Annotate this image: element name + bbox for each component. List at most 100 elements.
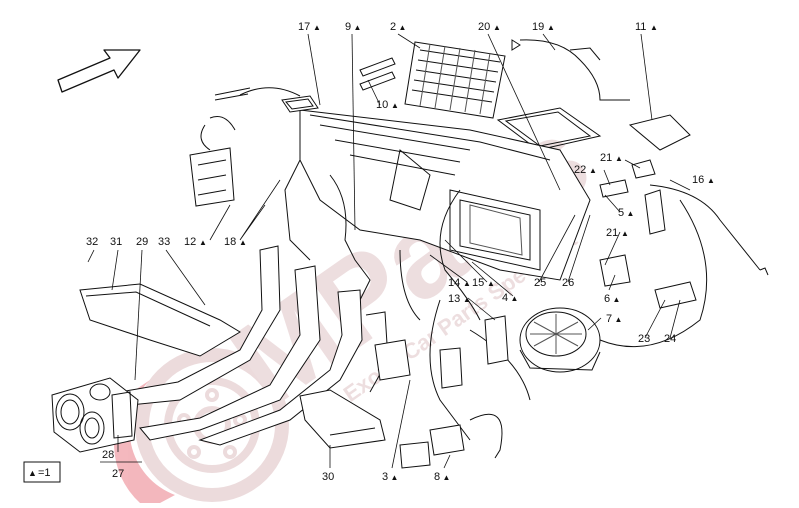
triangle-marker-icon: ▲: [199, 238, 207, 247]
callout-29: 29: [136, 236, 148, 248]
callout-number: 17: [298, 21, 310, 33]
callout-number: 13: [448, 293, 460, 305]
triangle-marker-icon: ▲: [354, 23, 362, 32]
triangle-marker-icon: ▲: [399, 23, 407, 32]
callout-6: 6▲: [604, 293, 620, 305]
triangle-marker-icon: ▲: [589, 166, 597, 175]
part-air-ducts: [79, 245, 389, 449]
callout-number: 31: [110, 236, 122, 248]
triangle-marker-icon: ▲: [627, 209, 635, 218]
callout-20: 20▲: [478, 21, 501, 33]
callout-10: 10▲: [376, 99, 399, 111]
triangle-marker-icon: ▲: [391, 101, 399, 110]
callout-11: 11 ▲: [635, 21, 658, 33]
triangle-marker-icon: ▲: [511, 294, 519, 303]
callout-labels: 17▲9▲2▲20▲19▲11▲10▲22▲21▲16▲5▲21▲12▲18▲3…: [86, 21, 715, 483]
callout-number: 3: [382, 471, 388, 483]
callout-number: 25: [534, 277, 546, 289]
callout-22: 22▲: [574, 164, 597, 176]
triangle-marker-icon: ▲: [391, 473, 399, 482]
direction-arrow-icon: [57, 49, 141, 93]
legend: ▲ =1: [23, 461, 61, 483]
leader-lines: [87, 33, 691, 469]
triangle-marker-icon: ▲: [613, 295, 621, 304]
callout-16: 16▲: [692, 174, 715, 186]
callout-9: 9▲: [345, 21, 361, 33]
triangle-marker-icon: ▲: [463, 279, 471, 288]
callout-number: 5: [618, 207, 624, 219]
callout-8: 8▲: [434, 471, 450, 483]
callout-number: 12: [184, 236, 196, 248]
hvac-parts-lineart: [51, 39, 769, 469]
callout-26: 26: [562, 277, 574, 289]
callout-number: 21: [600, 152, 612, 164]
callout-25: 25: [534, 277, 546, 289]
callout-number: 30: [322, 471, 334, 483]
callout-number: 18: [224, 236, 236, 248]
callout-19: 19▲: [532, 21, 555, 33]
callout-3: 3▲: [382, 471, 398, 483]
part-filter-grille: [404, 41, 506, 119]
callout-number: 32: [86, 236, 98, 248]
legend-symbol: ▲: [28, 468, 37, 478]
triangle-marker-icon: ▲: [487, 279, 495, 288]
triangle-marker-icon: ▲: [463, 295, 471, 304]
part-hvac-housing: [281, 95, 591, 301]
callout-28: 28: [102, 449, 114, 461]
callout-number: 19: [532, 21, 544, 33]
callout-number: 11: [635, 21, 646, 33]
triangle-marker-icon: ▲: [443, 473, 451, 482]
callout-27: 27: [112, 468, 124, 480]
callout-14: 14▲: [448, 277, 471, 289]
callout-12: 12▲: [184, 236, 207, 248]
callout-15: 15▲: [472, 277, 495, 289]
callout-number: 14: [448, 277, 460, 289]
callout-33: 33: [158, 236, 170, 248]
callout-number: 6: [604, 293, 610, 305]
triangle-marker-icon: ▲: [615, 154, 623, 163]
triangle-marker-icon: ▲: [615, 315, 623, 324]
triangle-marker-icon: ▲: [239, 238, 247, 247]
callout-7: 7▲: [606, 313, 622, 325]
part-blower-motor: [519, 307, 601, 373]
callout-number: 8: [434, 471, 440, 483]
callout-number: 16: [692, 174, 704, 186]
callout-number: 24: [664, 333, 676, 345]
legend-text: =1: [38, 467, 51, 479]
callout-number: 10: [376, 99, 388, 111]
callout-number: 21: [606, 227, 618, 239]
callout-number: 27: [112, 468, 124, 480]
callout-31: 31: [110, 236, 122, 248]
part-vent-outlet: [51, 377, 139, 453]
callout-number: 4: [502, 292, 508, 304]
part-hose-9: [359, 57, 396, 91]
part-wiring-harness: [374, 39, 769, 469]
callout-number: 23: [638, 333, 650, 345]
callout-number: 15: [472, 277, 484, 289]
triangle-marker-icon: ▲: [650, 23, 658, 32]
callout-24: 24: [664, 333, 676, 345]
callout-18: 18▲: [224, 236, 247, 248]
callout-21: 21▲: [606, 227, 629, 239]
callout-number: 29: [136, 236, 148, 248]
callout-23: 23: [638, 333, 650, 345]
triangle-marker-icon: ▲: [621, 229, 629, 238]
callout-number: 7: [606, 313, 612, 325]
callout-21: 21▲: [600, 152, 623, 164]
callout-13: 13▲: [448, 293, 471, 305]
legend-box: [23, 461, 61, 483]
callout-number: 33: [158, 236, 170, 248]
callout-17: 17▲: [298, 21, 321, 33]
triangle-marker-icon: ▲: [707, 176, 715, 185]
callout-5: 5▲: [618, 207, 634, 219]
part-actuator-bracket: [189, 87, 301, 207]
callout-32: 32: [86, 236, 98, 248]
callout-number: 2: [390, 21, 396, 33]
callout-number: 28: [102, 449, 114, 461]
callout-4: 4▲: [502, 292, 518, 304]
callout-number: 20: [478, 21, 490, 33]
part-gasket-frame: [496, 107, 602, 151]
callout-2: 2▲: [390, 21, 406, 33]
